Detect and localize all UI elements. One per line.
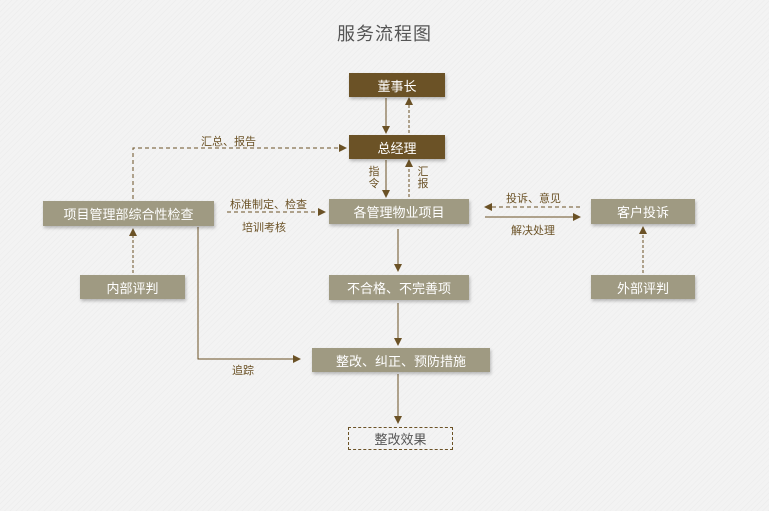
resolve-label: 解决处理: [511, 224, 555, 237]
rectification-node: 整改、纠正、预防措施: [312, 348, 490, 372]
chairman-node: 董事长: [349, 73, 445, 97]
page-title: 服务流程图: [337, 24, 432, 45]
nonconformity-node: 不合格、不完善项: [329, 275, 469, 300]
training-label: 培训考核: [242, 221, 286, 234]
project-dept-check-node: 项目管理部综合性检查: [43, 201, 214, 226]
internal-review-node: 内部评判: [80, 275, 185, 299]
property-projects-node: 各管理物业项目: [329, 199, 469, 224]
rectification-result-node: 整改效果: [348, 427, 453, 450]
complaint-feedback-label: 投诉、意见: [506, 192, 561, 205]
report-label: 汇报: [417, 165, 429, 190]
summary-report-label: 汇总、报告: [201, 135, 256, 148]
general-manager-node: 总经理: [349, 135, 445, 159]
customer-complaint-node: 客户投诉: [591, 199, 695, 224]
track-label: 追踪: [232, 364, 254, 377]
arrow-dept-to-rectify: [197, 227, 301, 363]
standards-check-label: 标准制定、检查: [230, 198, 307, 211]
arrow-dept-to-gm: [132, 144, 347, 199]
instruction-label: 指令: [368, 165, 380, 190]
external-review-node: 外部评判: [591, 275, 695, 299]
